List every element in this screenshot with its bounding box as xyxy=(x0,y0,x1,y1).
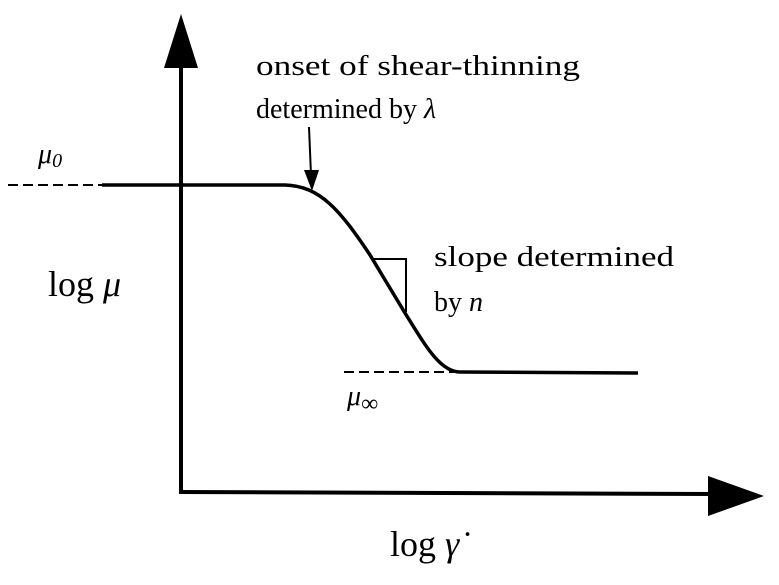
mu-infinity-label: μ∞ xyxy=(346,381,378,417)
onset-label-line1: onset of shear-thinning xyxy=(256,51,580,82)
slope-triangle xyxy=(372,258,407,312)
x-axis-label: log γ̇ xyxy=(390,524,470,564)
slope-label-line2: by n xyxy=(434,287,483,318)
onset-arrow-shaft xyxy=(308,126,312,176)
onset-label-line2: determined by λ xyxy=(256,94,436,125)
y-axis-arrowhead xyxy=(164,14,198,68)
viscosity-curve xyxy=(102,183,639,375)
y-axis-label: log μ xyxy=(48,264,121,304)
slope-label-line1: slope determined xyxy=(434,242,674,273)
onset-arrow-head xyxy=(304,170,319,191)
mu-zero-label: μ0 xyxy=(37,139,62,172)
x-axis-arrowhead xyxy=(708,476,764,516)
x-axis xyxy=(178,490,716,496)
